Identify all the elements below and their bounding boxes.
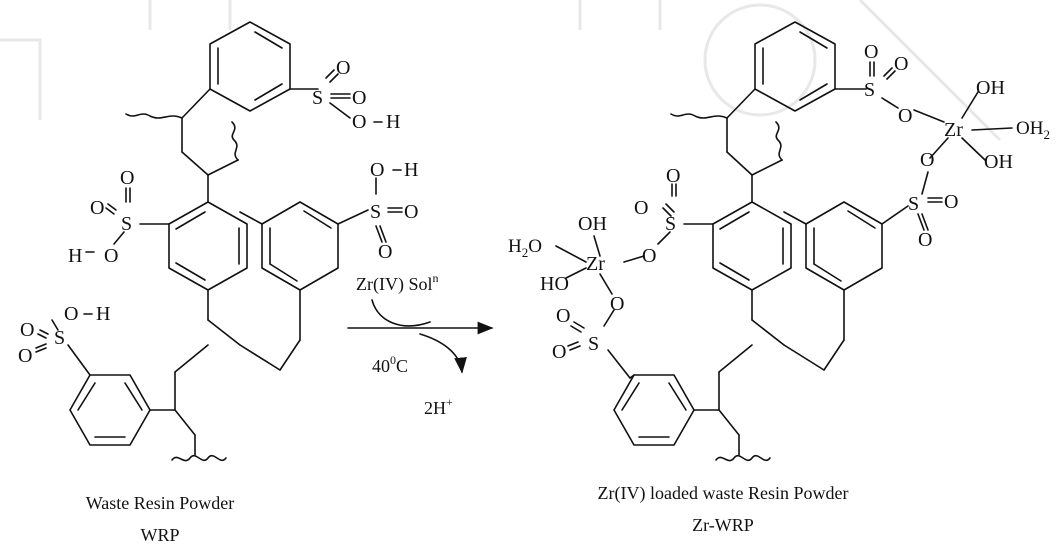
atom-label: OH — [984, 151, 1013, 173]
atom-label: H — [386, 111, 400, 133]
atom-label: O — [898, 105, 912, 127]
atom-label: O — [336, 57, 350, 79]
atom-label: O — [104, 245, 118, 267]
atom-label: O — [864, 41, 878, 63]
temperature-label: 400C — [372, 353, 408, 376]
atom-label: H — [404, 159, 418, 181]
atom-label: O — [920, 149, 934, 171]
atom-label: O — [634, 197, 648, 219]
atom-label: O — [378, 241, 392, 263]
right-molecule-abbr: Zr-WRP — [692, 515, 754, 535]
atom-label: O — [120, 167, 134, 189]
atom-label: O — [20, 319, 34, 341]
byproduct-label: 2H+ — [424, 395, 453, 418]
atom-label: S — [588, 333, 599, 355]
atom-label: HO — [540, 273, 569, 295]
atom-label: H — [96, 303, 110, 325]
background-watermark — [0, 0, 1002, 142]
atom-label: O — [370, 159, 384, 181]
atom-label: O — [552, 341, 566, 363]
atom-label: S — [121, 213, 132, 235]
right-molecule-skeleton — [555, 21, 1013, 462]
atom-label: O — [556, 305, 570, 327]
atom-label: S — [665, 213, 676, 235]
atom-label: O — [404, 201, 418, 223]
reaction-arrow — [347, 299, 494, 374]
left-molecule-abbr: WRP — [140, 525, 179, 544]
atom-label: O — [64, 303, 78, 325]
atom-label: H2O — [508, 236, 542, 260]
atom-label: Zr — [586, 253, 605, 275]
atom-label: OH2 — [1016, 118, 1050, 142]
atom-label: O — [610, 293, 624, 315]
atom-label: O — [666, 165, 680, 187]
atom-label: S — [864, 79, 875, 101]
reagent-label: Zr(IV) Soln — [356, 271, 438, 295]
atom-label: S — [54, 327, 65, 349]
left-molecule-name: Waste Resin Powder — [86, 493, 235, 513]
atom-label: H — [68, 245, 82, 267]
atom-label: S — [908, 193, 919, 215]
atom-label: O — [944, 191, 958, 213]
atom-label: O — [90, 197, 104, 219]
atom-label: O — [642, 245, 656, 267]
atom-label: S — [312, 87, 323, 109]
left-molecule-atoms: S O O O H S O O O H S O O O H S O O O H — [18, 57, 418, 367]
atom-label: O — [352, 111, 366, 133]
atom-label: S — [370, 201, 381, 223]
right-molecule-name: Zr(IV) loaded waste Resin Powder — [598, 483, 849, 504]
atom-label: O — [918, 229, 932, 251]
atom-label: O — [894, 53, 908, 75]
left-molecule-skeleton — [35, 21, 403, 462]
atom-label: O — [18, 345, 32, 367]
atom-label: OH — [976, 77, 1005, 99]
atom-label: Zr — [944, 119, 963, 141]
atom-label: OH — [578, 213, 607, 235]
atom-label: O — [352, 87, 366, 109]
right-molecule-atoms: S O O O Zr OH OH2 OH O S O O S O O O Zr … — [508, 41, 1050, 363]
